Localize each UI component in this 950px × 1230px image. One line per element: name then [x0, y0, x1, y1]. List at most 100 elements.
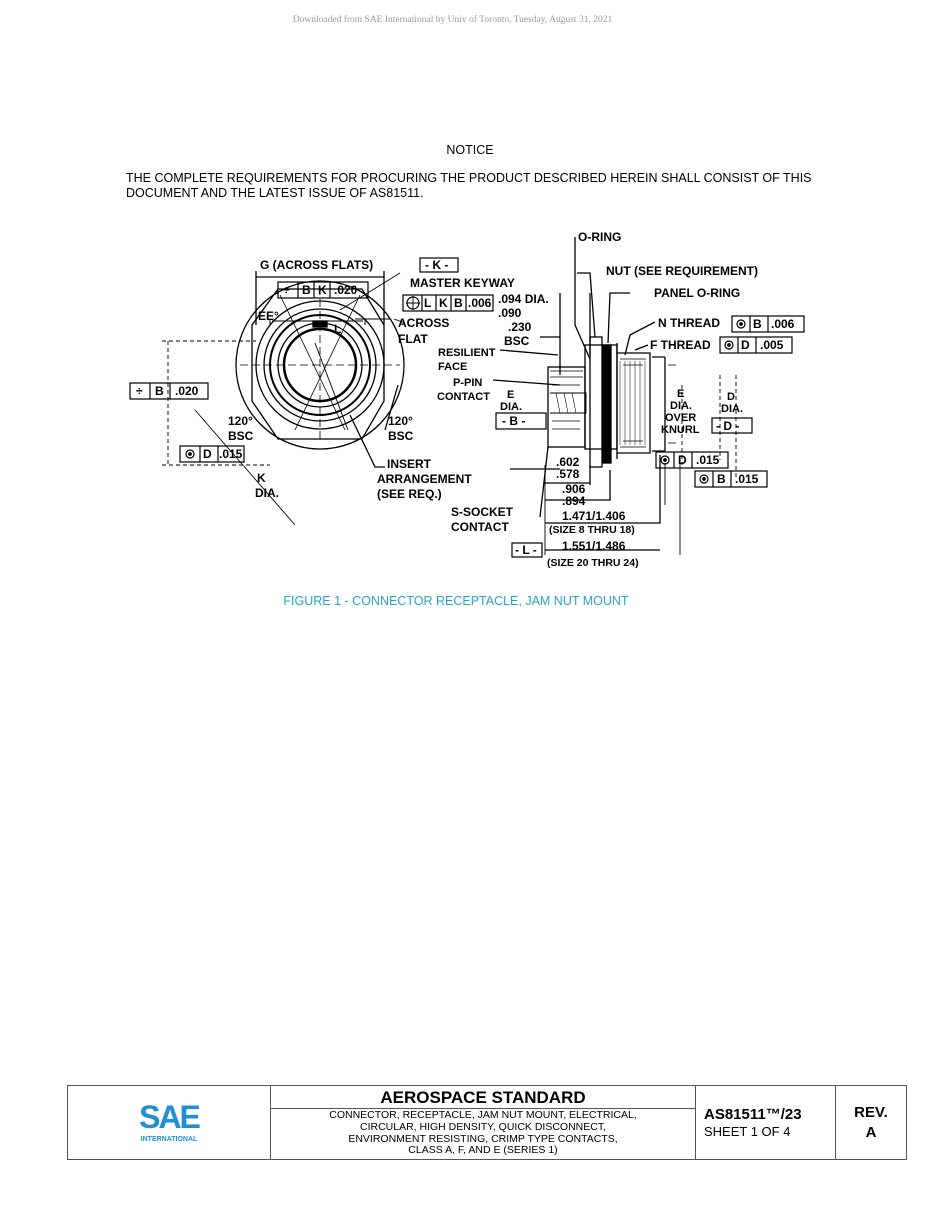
f-thread-datum: D	[741, 338, 750, 352]
connector-drawing: O-RING G (ACROSS FLATS) - K - NUT (SEE R…	[120, 225, 820, 580]
label-o-ring: O-RING	[578, 230, 621, 244]
label-datum-b: - B -	[502, 414, 525, 428]
label-panel-o-ring: PANEL O-RING	[654, 286, 740, 300]
description-line: CONNECTOR, RECEPTACLE, JAM NUT MOUNT, EL…	[329, 1109, 637, 1121]
label-p-pin-contact: CONTACT	[437, 391, 490, 403]
label-s-socket-contact: CONTACT	[451, 520, 509, 534]
label-size-8-18: (SIZE 8 THRU 18)	[549, 524, 635, 536]
label-datum-k: - K -	[425, 258, 448, 272]
fcf-d-015	[179, 445, 245, 463]
label-dim-894: .894	[562, 494, 586, 508]
document-number: AS81511™/23	[704, 1106, 802, 1123]
fcf-d-015-value: .015	[219, 447, 243, 461]
label-resilient: RESILIENT	[438, 347, 496, 359]
sae-logo-subtext: INTERNATIONAL	[141, 1136, 198, 1143]
revision-label: REV.	[854, 1103, 888, 1121]
label-k-dia: DIA.	[255, 486, 279, 500]
label-datum-l: - L -	[515, 543, 537, 557]
fcf-bk-020-datum-2: K	[318, 283, 327, 297]
datum-d-box	[711, 417, 753, 434]
label-120-right: 120°	[388, 414, 413, 428]
label-e-left: E	[507, 389, 514, 401]
description-line: ENVIRONMENT RESISTING, CRIMP TYPE CONTAC…	[348, 1132, 618, 1145]
label-l: L	[334, 322, 341, 336]
title-block: SAE INTERNATIONAL AEROSPACE STANDARD CON…	[67, 1085, 907, 1160]
label-across: ACROSS	[398, 316, 449, 330]
label-flat: FLAT	[398, 332, 428, 346]
label-master-keyway: MASTER KEYWAY	[410, 276, 515, 290]
label-nut: NUT (SEE REQUIREMENT)	[606, 264, 758, 278]
label-s-socket: S-SOCKET	[451, 505, 514, 519]
fcf-lkb-datum-2: K	[439, 296, 448, 310]
label-d: D	[727, 391, 735, 403]
label-dim-230: .230	[508, 320, 532, 334]
revision-value: A	[865, 1123, 877, 1141]
description-line: CIRCULAR, HIGH DENSITY, QUICK DISCONNECT…	[359, 1120, 606, 1133]
download-watermark: Downloaded from SAE International by Uni…	[292, 15, 613, 25]
label-k: K	[257, 471, 266, 485]
document-description: CONNECTOR, RECEPTACLE, JAM NUT MOUNT, EL…	[271, 1109, 695, 1159]
sae-logo-mark: SAE INTERNATIONAL	[139, 1099, 202, 1143]
label-bsc-left: BSC	[228, 429, 254, 443]
fcf-right-d-015-datum: D	[678, 453, 687, 467]
fcf-lkb-datum-3: B	[454, 296, 463, 310]
connector-drawing-svg: O-RING G (ACROSS FLATS) - K - NUT (SEE R…	[129, 230, 805, 569]
f-thread-value: .005	[760, 338, 784, 352]
label-dim-578: .578	[556, 467, 580, 481]
description-line: CLASS A, F, AND E (SERIES 1)	[408, 1144, 558, 1157]
label-e-right-dia: DIA.	[670, 400, 692, 412]
label-g-across-flats: G (ACROSS FLATS)	[260, 258, 373, 272]
label-knurl: KNURL	[661, 424, 700, 436]
label-face: FACE	[438, 361, 467, 373]
fcf-b-020-value: .020	[175, 384, 199, 398]
label-arrangement: ARRANGEMENT	[377, 472, 472, 486]
fcf-b-020-symbol: ÷	[136, 384, 143, 398]
fcf-d-015-datum: D	[203, 447, 212, 461]
fcf-b-020	[129, 382, 209, 400]
label-insert: INSERT	[387, 457, 432, 471]
fcf-lkb-006	[402, 294, 494, 312]
sheet-number: SHEET 1 OF 4	[704, 1124, 791, 1139]
standard-type: AEROSPACE STANDARD	[271, 1086, 695, 1109]
label-p-pin: P-PIN	[453, 377, 482, 389]
k-dia-circle	[235, 280, 405, 450]
sae-logo: SAE INTERNATIONAL	[68, 1086, 271, 1159]
side-jam-nut	[589, 336, 603, 468]
label-see-req: (SEE REQ.)	[377, 487, 442, 501]
fcf-bk-020	[277, 281, 369, 299]
label-dim-1471: 1.471/1.406	[562, 509, 626, 523]
label-dim-602: .602	[556, 455, 580, 469]
label-dim-090: .090	[498, 306, 522, 320]
label-e-left-dia: DIA.	[500, 401, 522, 413]
label-120-left: 120°	[228, 414, 253, 428]
fcf-right-b-015-datum: B	[717, 472, 726, 486]
label-ee: EE°	[258, 309, 279, 323]
label-bsc-top: BSC	[504, 334, 530, 348]
datum-k-box	[419, 257, 459, 273]
fcf-right-d-015-value: .015	[696, 453, 720, 467]
label-n-thread: N THREAD	[658, 316, 720, 330]
fcf-bk-020-value: .020	[334, 283, 358, 297]
n-thread-value: .006	[771, 317, 795, 331]
n-thread-datum: B	[753, 317, 762, 331]
label-dim-1551: 1.551/1.486	[562, 539, 626, 553]
label-e-right: E	[677, 388, 684, 400]
notice-heading: NOTICE	[446, 143, 494, 157]
label-datum-d: - D -	[716, 419, 739, 433]
fcf-lkb-datum-1: L	[424, 296, 431, 310]
label-dim-094: .094 DIA.	[498, 292, 549, 306]
label-f-thread: F THREAD	[650, 338, 711, 352]
datum-l-box	[511, 542, 543, 558]
fcf-b-020-datum: B	[155, 384, 164, 398]
datum-b-box	[495, 412, 547, 430]
label-size-20-24: (SIZE 20 THRU 24)	[547, 557, 639, 569]
figure-caption: FIGURE 1 - CONNECTOR RECEPTACLE, JAM NUT…	[283, 594, 629, 608]
label-d-dia: DIA.	[721, 403, 743, 415]
notice-body: THE COMPLETE REQUIREMENTS FOR PROCURING …	[126, 171, 812, 200]
sae-logo-text: SAE	[139, 1099, 200, 1135]
label-bsc-right: BSC	[388, 429, 414, 443]
side-panel-o-ring	[602, 344, 612, 464]
fcf-right-b-015-value: .015	[735, 472, 759, 486]
fcf-bk-020-datum-1: B	[302, 283, 311, 297]
fcf-lkb-value: .006	[468, 296, 492, 310]
